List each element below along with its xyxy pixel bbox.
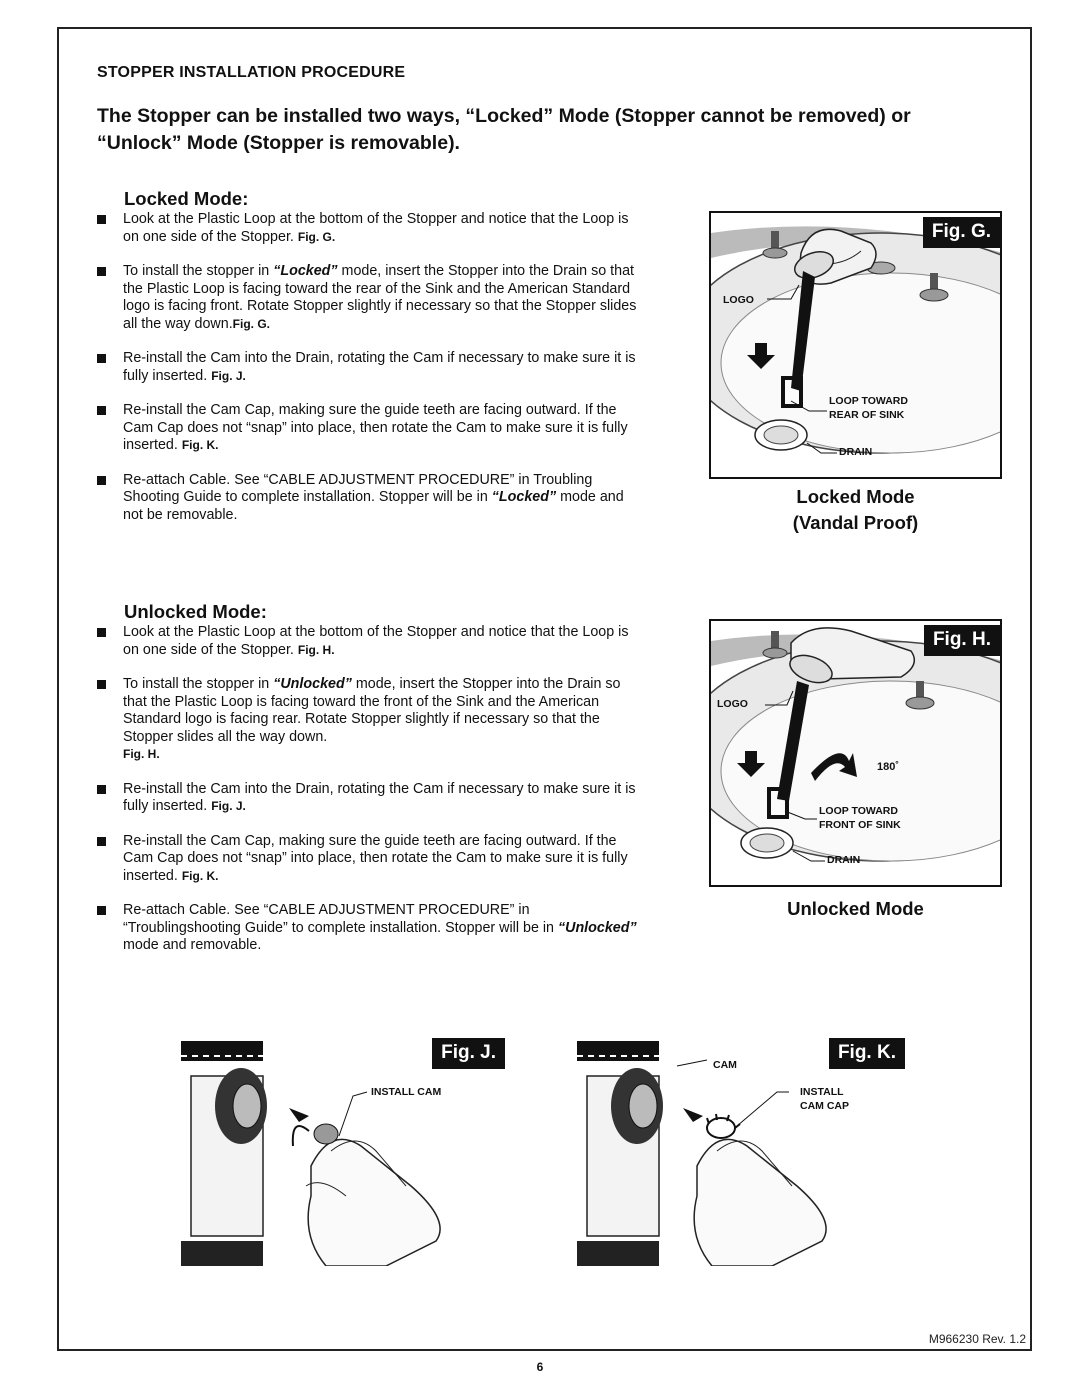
- install-cam-cap-illustration: [577, 1041, 827, 1266]
- list-item: Re-install the Cam into the Drain, rotat…: [97, 781, 642, 816]
- bullet-square-icon: [97, 836, 106, 846]
- figure-reference: Fig. H.: [297, 642, 335, 657]
- unlocked-steps: Look at the Plastic Loop at the bottom o…: [97, 624, 642, 972]
- figure-reference: Fig. G.: [297, 229, 336, 244]
- list-item: Look at the Plastic Loop at the bottom o…: [97, 624, 642, 659]
- stopper-locked-illustration: [711, 226, 1000, 454]
- install-cam-label: INSTALL CAM: [371, 1086, 442, 1098]
- section-title: STOPPER INSTALLATION PROCEDURE: [97, 64, 406, 81]
- list-item: To install the stopper in “Locked” mode,…: [97, 263, 637, 333]
- logo-label: LOGO: [723, 294, 754, 306]
- rotation-angle-label: 180˚: [877, 761, 900, 773]
- figure-reference: Fig. K.: [181, 438, 219, 452]
- page-border: [57, 27, 1032, 1351]
- stopper-unlocked-illustration: [711, 627, 1000, 862]
- fig-g-caption: Locked Mode(Vandal Proof): [792, 486, 919, 533]
- bullet-square-icon: [97, 406, 106, 415]
- locked-steps: Look at the Plastic Loop at the bottom o…: [97, 211, 637, 541]
- figure-reference: Fig. H.: [123, 747, 160, 761]
- bullet-square-icon: [97, 475, 106, 485]
- bullet-square-icon: [97, 680, 106, 689]
- locked-mode-heading: Locked Mode:: [124, 188, 249, 209]
- logo-label: LOGO: [717, 698, 748, 710]
- figure-reference: Fig. K.: [181, 868, 219, 883]
- document-revision: M966230 Rev. 1.2: [928, 1332, 1026, 1346]
- install-cam-illustration: [181, 1036, 441, 1266]
- list-item: Re-install the Cam into the Drain, rotat…: [97, 350, 637, 385]
- bullet-square-icon: [97, 267, 106, 276]
- list-item: Look at the Plastic Loop at the bottom o…: [97, 211, 637, 246]
- figure-reference: Fig. J.: [211, 368, 246, 383]
- intro-text: The Stopper can be installed two ways, “…: [97, 105, 911, 154]
- fig-j-tag: Fig. J.: [432, 1038, 505, 1069]
- list-item: To install the stopper in “Unlocked” mod…: [97, 676, 642, 764]
- fig-h-tag: Fig. H.: [923, 625, 1000, 656]
- page-number: 6: [536, 1360, 544, 1374]
- list-item: Re-install the Cam Cap, making sure the …: [97, 402, 637, 455]
- figure-j: Fig. J. INSTALL CAM: [181, 1036, 505, 1266]
- bullet-square-icon: [97, 354, 106, 363]
- bullet-square-icon: [97, 784, 106, 794]
- list-item: Re-attach Cable. See “CABLE ADJUSTMENT P…: [97, 472, 637, 525]
- unlocked-mode-heading: Unlocked Mode:: [124, 601, 267, 622]
- drain-label: DRAIN: [827, 854, 861, 866]
- fig-k-tag: Fig. K.: [828, 1038, 905, 1069]
- cam-label: CAM: [713, 1059, 737, 1071]
- list-item: Re-attach Cable. See “CABLE ADJUSTMENT P…: [97, 902, 642, 955]
- figure-reference: Fig. J.: [211, 799, 246, 813]
- fig-h-caption: Unlocked Mode: [787, 898, 924, 919]
- bullet-square-icon: [97, 906, 106, 915]
- bullet-square-icon: [97, 628, 106, 637]
- fig-g-tag: Fig. G.: [922, 217, 1000, 248]
- bullet-square-icon: [97, 215, 106, 224]
- figure-reference: Fig. G.: [232, 316, 271, 331]
- list-item: Re-install the Cam Cap, making sure the …: [97, 833, 642, 886]
- drain-label: DRAIN: [839, 446, 873, 458]
